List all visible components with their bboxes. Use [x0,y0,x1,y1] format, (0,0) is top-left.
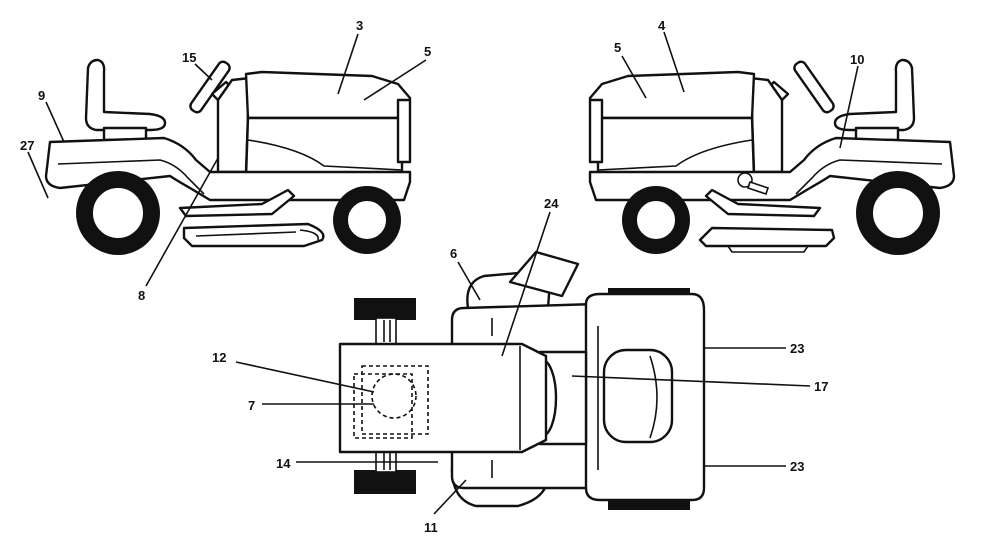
front-wheel-left [333,186,401,254]
hood-left [244,70,412,180]
top-view-tractor [338,250,706,510]
callout-labels: 3 5 15 9 27 8 4 5 10 24 6 12 7 14 11 23 … [20,18,864,535]
callout-27: 27 [20,138,34,153]
callout-17: 17 [814,379,828,394]
frame-right [588,136,956,202]
callout-9: 9 [38,88,45,103]
hood-right [588,70,756,180]
left-side-view-tractor [44,58,412,255]
callout-14: 14 [276,456,291,471]
hood-top [338,342,548,454]
leader-lines [27,31,859,515]
callout-15: 15 [182,50,196,65]
callout-3: 3 [356,18,363,33]
callout-5-left: 5 [424,44,431,59]
engine-outline [353,365,429,439]
mower-deck-left [182,222,325,248]
callout-10: 10 [850,52,864,67]
mower-deck-right [698,226,836,253]
callout-8: 8 [138,288,145,303]
front-tire-top [354,298,416,345]
callout-7: 7 [248,398,255,413]
callout-11: 11 [424,520,438,535]
callout-5-right: 5 [614,40,621,55]
seat-top [602,348,674,444]
callout-6: 6 [450,246,457,261]
callout-23-bottom: 23 [790,459,804,474]
footrest-right [704,188,822,218]
callout-12: 12 [212,350,226,365]
discharge-chute [508,250,580,298]
seat-left [84,58,167,142]
callout-24: 24 [544,196,559,211]
front-tire-bottom [354,449,416,494]
rear-wheel-left [76,171,160,255]
lever-right [737,172,770,196]
callout-23-top: 23 [790,341,804,356]
front-wheel-right [622,186,690,254]
callout-4: 4 [658,18,666,33]
frame-left [44,136,412,202]
rear-wheel-right [856,171,940,255]
seat-right [833,58,916,142]
right-side-view-tractor [588,58,956,255]
